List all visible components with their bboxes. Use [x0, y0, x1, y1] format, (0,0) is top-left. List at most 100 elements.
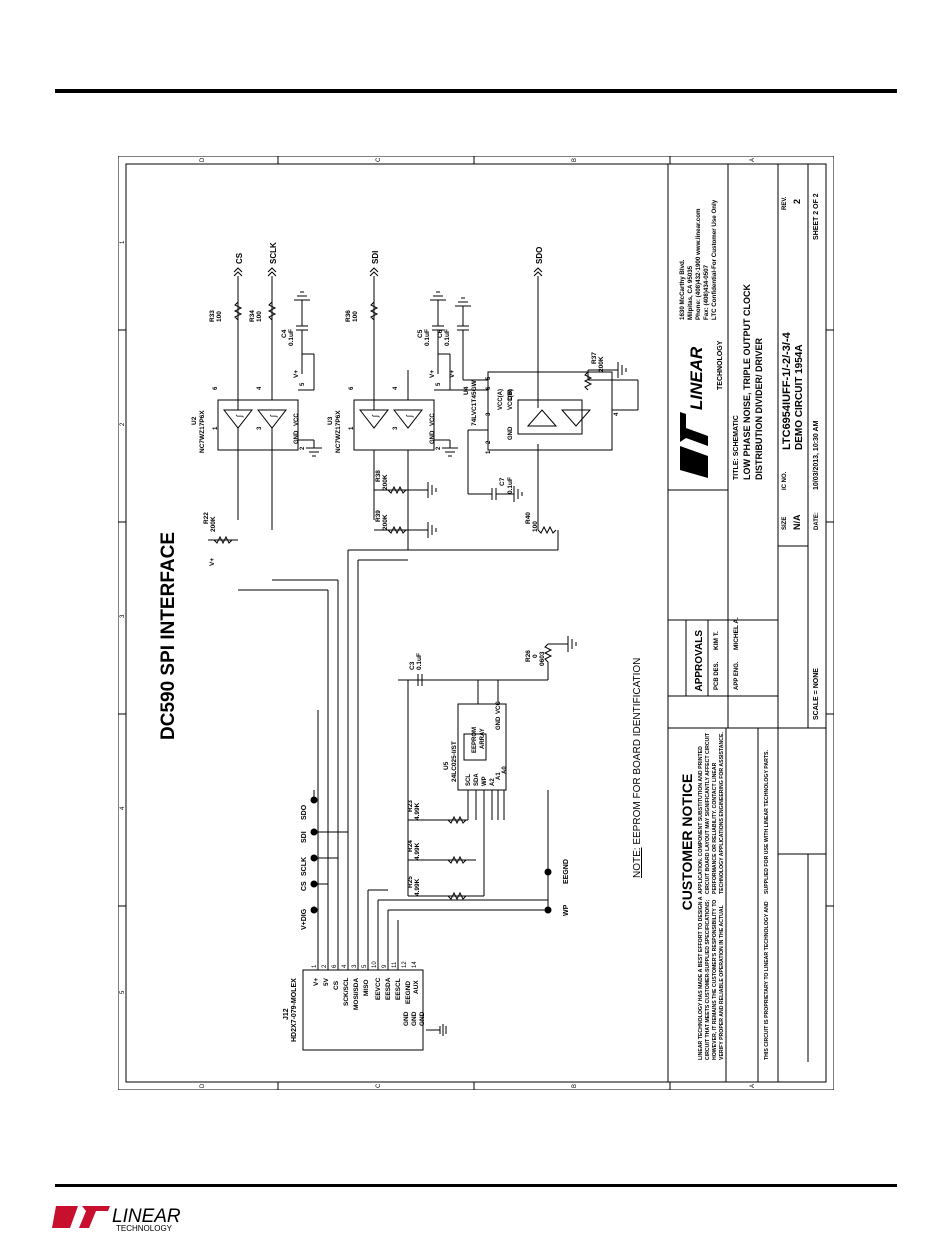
svg-text:2: 2 — [486, 440, 492, 444]
svg-text:4: 4 — [342, 964, 348, 968]
svg-text:4: 4 — [393, 386, 399, 390]
rev-value: 2 — [792, 199, 802, 204]
u5-wiring — [398, 679, 548, 896]
svg-text:WP: WP — [482, 776, 488, 786]
svg-text:3: 3 — [393, 426, 399, 430]
cs-signal-flag: CS — [233, 252, 244, 277]
size-label: SIZE — [782, 517, 788, 530]
j12-ground-symbol — [426, 1024, 447, 1036]
svg-text:GND: GND — [508, 426, 514, 440]
spi-bus-wiring — [238, 549, 558, 970]
svg-text:SDI: SDI — [301, 831, 308, 843]
svg-text:5: 5 — [486, 376, 492, 380]
svg-text:C6: C6 — [437, 329, 444, 338]
u2-vplus-label: V+ — [293, 370, 300, 378]
svg-text:R33: R33 — [209, 310, 216, 322]
svg-text:1: 1 — [486, 450, 492, 454]
svg-text:SDO: SDO — [301, 804, 308, 820]
svg-text:3: 3 — [352, 964, 358, 968]
svg-text:6: 6 — [332, 964, 338, 968]
r34-resistor: R34 100 — [249, 301, 277, 322]
svg-text:CS: CS — [333, 980, 340, 990]
svg-text:VCC(B): VCC(B) — [508, 389, 514, 410]
zone-letter: B — [572, 158, 578, 162]
svg-text:2: 2 — [436, 446, 442, 450]
svg-text:U3: U3 — [327, 416, 334, 425]
svg-text:0.1uF: 0.1uF — [507, 477, 514, 494]
svg-text:U5: U5 — [443, 761, 450, 770]
r26-resistor: R26 0 0603 — [525, 643, 568, 680]
u3-wiring — [373, 276, 451, 550]
zone-letter: B — [572, 1084, 578, 1088]
svg-text:2: 2 — [300, 446, 306, 450]
svg-text:WP: WP — [563, 904, 570, 916]
svg-text:5: 5 — [362, 964, 368, 968]
c4-capacitor: C4 0.1uF — [281, 300, 314, 374]
svg-text:EEGND: EEGND — [405, 981, 412, 1004]
svg-text:CS: CS — [235, 252, 244, 264]
u3-ground-symbol — [442, 447, 458, 457]
approvals-heading: APPROVALS — [694, 630, 705, 692]
svg-text:1: 1 — [349, 426, 355, 430]
svg-text:100: 100 — [216, 311, 223, 322]
svg-text:ARRAY: ARRAY — [480, 728, 486, 749]
r25-resistor: R25 4.99K — [407, 876, 484, 901]
notice-line: CIRCUIT THAT MEETS CUSTOMER-SUPPLIED SPE… — [705, 899, 711, 1060]
svg-text:6: 6 — [213, 386, 219, 390]
r22-resistor: R22 200K V+ — [203, 512, 238, 566]
testpoint-cs: CS — [301, 880, 318, 891]
company-address-1: 1630 McCarthy Blvd. — [679, 259, 686, 320]
svg-text:R38: R38 — [375, 470, 382, 482]
svg-text:4.99K: 4.99K — [414, 802, 421, 820]
svg-text:NC7WZ17P6X: NC7WZ17P6X — [335, 410, 342, 453]
svg-text:GND: GND — [294, 430, 300, 444]
svg-text:SCLK: SCLK — [301, 857, 308, 876]
svg-text:0.1uF: 0.1uF — [424, 329, 431, 346]
j12-connector: J12 HD2X7-079-MOLEX V+ 5V CS SCK/SCL MOS… — [283, 961, 426, 1051]
svg-text:14: 14 — [412, 961, 418, 968]
svg-text:V+: V+ — [313, 978, 320, 986]
c6-capacitor: C6 0.1uF — [437, 306, 469, 354]
schematic-sheet: D C B A D C B A 5 4 3 2 1 DC590 SPI INTE… — [118, 156, 834, 1090]
svg-text:1: 1 — [213, 426, 219, 430]
pcb-des-name: KIM T. — [713, 631, 720, 650]
testpoint-wp: WP — [544, 904, 570, 916]
svg-text:4.99K: 4.99K — [414, 842, 421, 860]
notice-line: TECHNOLOGY APPLICATIONS ENGINEERING FOR … — [719, 732, 725, 894]
svg-text:R39: R39 — [375, 510, 382, 522]
svg-text:U4: U4 — [463, 386, 470, 395]
svg-text:A0: A0 — [502, 766, 508, 774]
app-eng-name: MICHEL A. — [733, 617, 740, 650]
zone-letter: D — [200, 1083, 206, 1088]
sheet-title: DC590 SPI INTERFACE — [158, 532, 179, 740]
notice-line: APPLICATION. COMPONENT SUBSTITUTION AND … — [698, 746, 704, 894]
title-line-2: DISTRIBUTION DIVIDER/ DRIVER — [754, 337, 764, 480]
svg-text:0603: 0603 — [539, 651, 546, 666]
date-label: DATE: — [814, 512, 820, 530]
footer-logo-word: LINEAR — [112, 1206, 181, 1227]
svg-text:200K: 200K — [598, 356, 605, 372]
svg-text:C3: C3 — [409, 661, 416, 670]
r26-ground-symbol — [567, 636, 577, 652]
zone-letter: C — [376, 157, 382, 162]
sclk-signal-flag: SCLK — [267, 242, 278, 277]
svg-text:3: 3 — [486, 412, 492, 416]
svg-text:200K: 200K — [382, 514, 389, 530]
u2-wiring — [237, 276, 315, 530]
bottom-rule — [55, 1184, 897, 1187]
sdi-signal-flag: SDI — [369, 251, 380, 277]
linear-logo-word: LINEAR — [687, 346, 706, 410]
svg-text:200K: 200K — [210, 516, 217, 532]
zone-ticks — [118, 156, 834, 1090]
proprietary-line: SUPPLIED FOR USE WITH LINEAR TECHNOLOGY … — [764, 750, 770, 894]
svg-text:GND: GND — [411, 1011, 418, 1026]
svg-text:MOSI/SDA: MOSI/SDA — [353, 978, 360, 1010]
svg-text:SDA: SDA — [474, 773, 480, 786]
svg-text:ʃ: ʃ — [269, 414, 278, 418]
proprietary-line: THIS CIRCUIT IS PROPRIETARY TO LINEAR TE… — [764, 901, 770, 1060]
notice-line: CIRCUIT BOARD LAYOUT MAY SIGNIFICANTLY A… — [705, 732, 711, 894]
svg-text:4: 4 — [614, 412, 620, 416]
svg-text:SDO: SDO — [535, 247, 544, 264]
svg-text:V+: V+ — [209, 558, 216, 566]
svg-text:V+DIG: V+DIG — [301, 908, 308, 930]
